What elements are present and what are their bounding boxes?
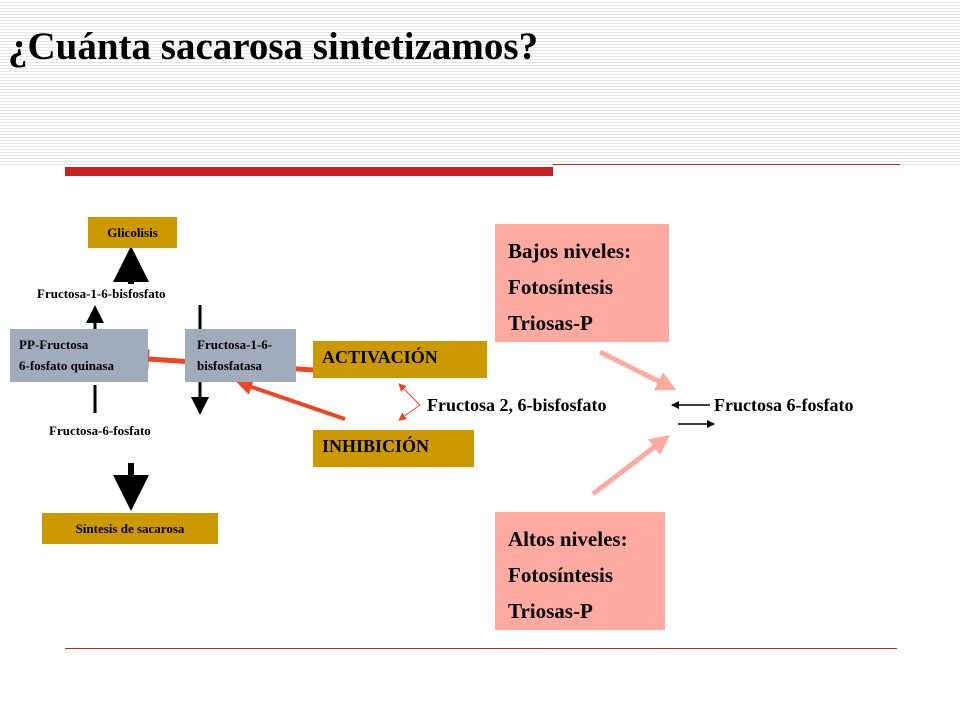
title-underline-thin [553,164,900,165]
pp-fructosa-line1: PP-Fructosa [19,337,89,352]
background-stripes [0,0,960,165]
activacion-box: ACTIVACIÓN [313,341,487,378]
altos-line1: Altos niveles: [508,527,628,551]
glicolisis-label: Glicolisis [107,224,158,240]
fructosa-1-6-bisfosfato-label: Fructosa-1-6-bisfosfato [37,286,166,301]
inhibicion-box: INHIBICIÓN [313,430,474,467]
altos-line2: Fotosíntesis [508,563,613,587]
glicolisis-box: Glicolisis [88,217,177,248]
fructosa-bisfosfatasa-box: Fructosa-1-6- bisfosfatasa [185,329,296,382]
fbpasa-line1: Fructosa-1-6- [197,337,273,352]
bajos-line1: Bajos niveles: [508,239,632,263]
altos-line3: Triosas-P [508,599,593,623]
title-underline-thick [65,167,553,176]
bajos-line2: Fotosíntesis [508,275,613,299]
bottom-rule [65,648,897,649]
fructosa-6-fosfato-right-label: Fructosa 6-fosfato [714,395,854,415]
altos-niveles-box: Altos niveles: Fotosíntesis Triosas-P [495,512,665,630]
sintesis-sacarosa-box: Síntesis de sacarosa [42,513,218,544]
bajos-niveles-box: Bajos niveles: Fotosíntesis Triosas-P [495,224,669,342]
bracket-inhibition [398,404,421,421]
arrow-low-levels [598,349,677,391]
fructosa-2-6-bisfosfato-label: Fructosa 2, 6-bisfosfato [427,395,607,415]
page-title: ¿Cuánta sacarosa sintetizamos? [8,25,539,68]
pp-fructosa-quinasa-box: PP-Fructosa 6-fosfato quinasa [10,329,148,382]
fructosa-6-fosfato-label: Fructosa-6-fosfato [49,423,151,438]
arrow-inhibition [236,379,346,421]
fbpasa-line2: bisfosfatasa [197,358,263,373]
sintesis-sacarosa-label: Síntesis de sacarosa [75,520,185,536]
arrow-high-levels [591,434,670,496]
pp-fructosa-line2: 6-fosfato quinasa [19,358,114,373]
bracket-activation [398,383,421,406]
bajos-line3: Triosas-P [508,311,593,335]
